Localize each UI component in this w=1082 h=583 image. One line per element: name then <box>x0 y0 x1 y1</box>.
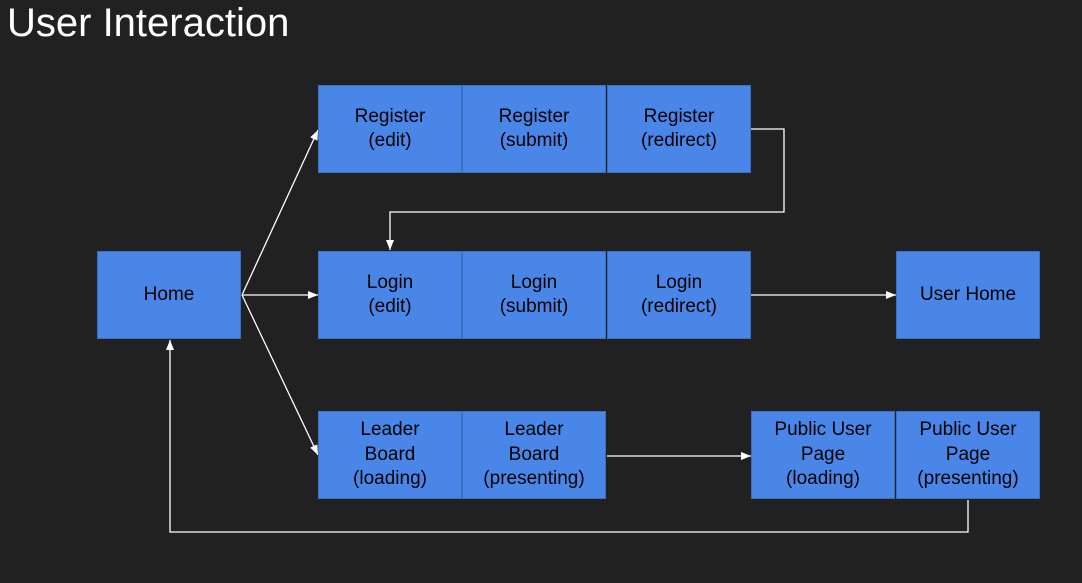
node-public-user-loading: Public User Page (loading) <box>751 411 895 499</box>
node-leaderboard-presenting: Leader Board (presenting) <box>462 411 606 499</box>
edge-public-user-to-home <box>166 340 969 533</box>
edge-home-to-leaderboard <box>241 294 319 456</box>
node-login-submit: Login (submit) <box>462 251 606 339</box>
node-public-user-presenting: Public User Page (presenting) <box>896 411 1040 499</box>
node-leaderboard-loading: Leader Board (loading) <box>318 411 462 499</box>
node-register-redirect: Register (redirect) <box>607 85 751 173</box>
edge-home-to-register <box>241 129 319 296</box>
edge-register-to-login <box>386 128 785 250</box>
node-register-submit: Register (submit) <box>462 85 606 173</box>
node-user-home: User Home <box>896 251 1040 339</box>
node-home: Home <box>97 251 241 339</box>
node-login-edit: Login (edit) <box>318 251 462 339</box>
node-register-edit: Register (edit) <box>318 85 462 173</box>
node-login-redirect: Login (redirect) <box>607 251 751 339</box>
page-title: User Interaction <box>7 1 290 45</box>
